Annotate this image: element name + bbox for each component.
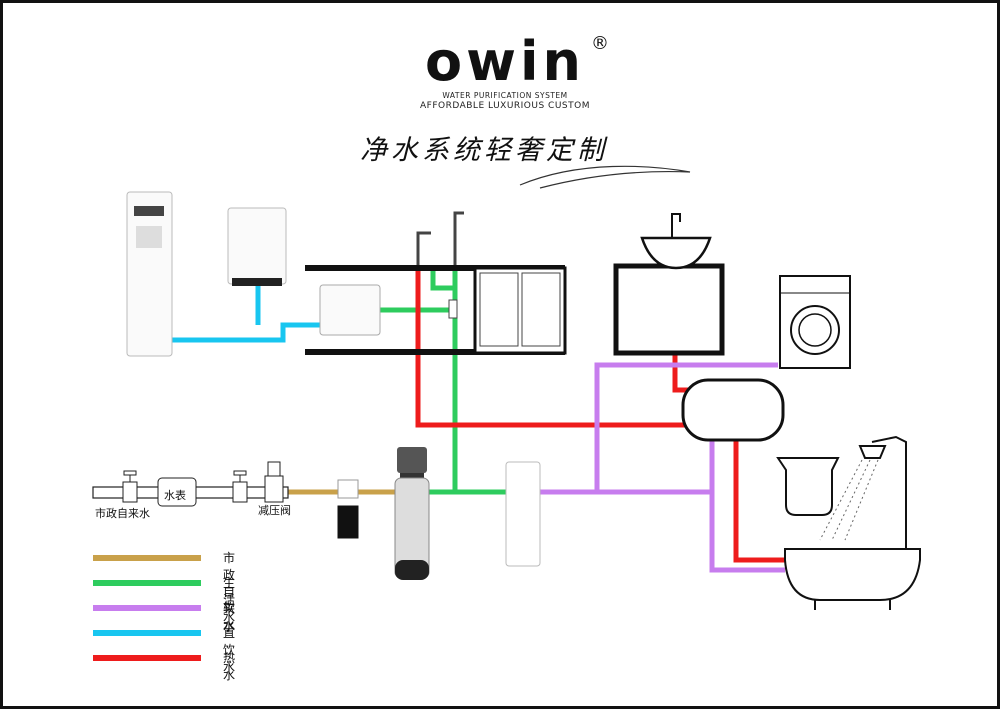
label-municipal-water: 市政自来水 — [95, 507, 150, 520]
label-water-meter: 水表 — [164, 489, 186, 502]
water-softener — [505, 461, 541, 567]
pipe-drinking — [172, 282, 320, 343]
legend-swatch — [93, 655, 201, 661]
central-filter-tank — [394, 447, 430, 580]
pressure-reducer — [264, 475, 284, 503]
bathtub — [776, 435, 921, 610]
legend-label: 市政自来水 — [223, 551, 236, 633]
slogan-swoosh — [519, 165, 691, 189]
legend-swatch — [93, 605, 201, 611]
under-sink-purifier — [319, 284, 381, 336]
legend-label: 软水 — [223, 601, 236, 632]
brand-tagline-2: AFFORDABLE LUXURIOUS CUSTOM — [419, 101, 590, 111]
wall-purifier — [227, 207, 287, 286]
registered-mark: ® — [591, 33, 609, 54]
brand-name: owin — [425, 30, 585, 93]
washing-machine — [779, 275, 851, 369]
legend-swatch — [93, 580, 201, 586]
legend-swatch — [93, 555, 201, 561]
brand-tagline-1: WATER PURIFICATION SYSTEM — [442, 91, 568, 100]
label-pressure-reducer: 减压阀 — [258, 504, 291, 517]
legend-swatch — [93, 630, 201, 636]
pre-filter — [337, 479, 359, 539]
inlet-pipe-assembly — [92, 461, 289, 507]
slogan: 净水系统轻奢定制 — [360, 135, 608, 166]
water-meter — [157, 477, 197, 507]
brand-logo: owin ® WATER PURIFICATION SYSTEM AFFORDA… — [405, 30, 609, 111]
pipe-soft — [540, 362, 785, 573]
legend-label: 热水 — [223, 651, 236, 682]
legend-label: 生活水 — [223, 576, 236, 624]
water-heater — [681, 378, 785, 442]
drinking-fountain — [126, 191, 173, 357]
kitchen-cabinet — [305, 211, 567, 355]
bathroom-vanity — [613, 213, 725, 356]
legend-label: 直饮水 — [223, 626, 236, 674]
